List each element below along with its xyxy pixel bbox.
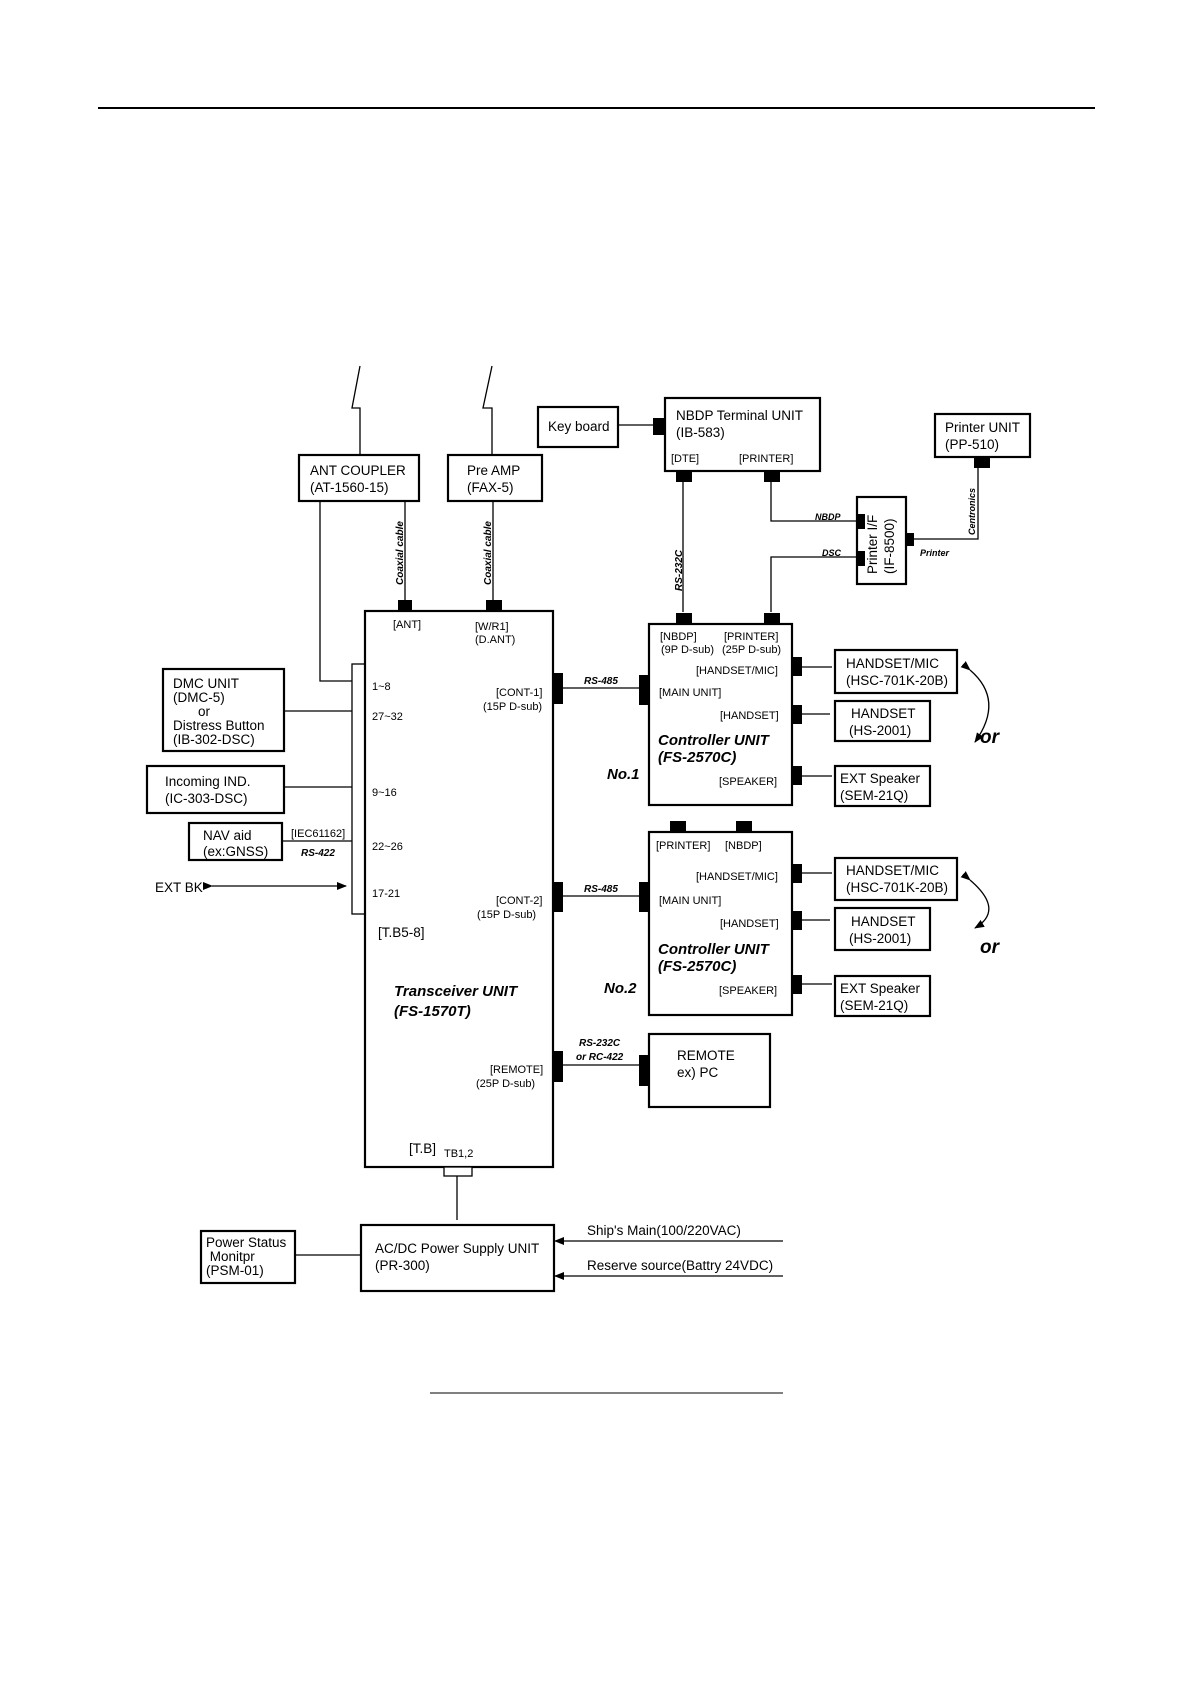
- nav-aid-box: [187, 821, 284, 862]
- dmc-unit-box: [161, 667, 286, 753]
- or-label-2: or: [980, 937, 1001, 958]
- c2-nbdp-port: [NBDP]: [725, 840, 762, 852]
- nbdp-terminal-label: NBDP Terminal UNIT(IB-583): [676, 408, 803, 440]
- power-monitor-label: Power Status Monitpr(PSM-01): [206, 1235, 287, 1278]
- c1-handset-mic-port: [HANDSET/MIC]: [696, 665, 778, 677]
- handset-1-label: HANDSET(HS-2001): [849, 706, 916, 738]
- c2-main-unit-port: [MAIN UNIT]: [659, 895, 721, 907]
- or-arrow-1: [960, 661, 990, 743]
- nav-aid-label: NAV aid(ex:GNSS): [203, 828, 268, 859]
- speaker-1-label: EXT Speaker(SEM-21Q): [840, 771, 921, 803]
- handset-2-box: [833, 906, 932, 952]
- rs485-label-2: RS-485: [584, 884, 618, 895]
- terminal-17-21: 17-21: [372, 888, 400, 900]
- terminal-22-26: 22~26: [372, 841, 403, 853]
- c1-printer-port: [PRINTER](25P D-sub): [722, 631, 781, 656]
- ant-coupler-label: ANT COUPLER(AT-1560-15): [310, 463, 406, 495]
- transceiver-tb12: TB1,2: [444, 1148, 473, 1160]
- power-monitor-box: [199, 1229, 297, 1285]
- pre-amp-label: Pre AMP(FAX-5): [467, 463, 520, 495]
- rs485-label-1: RS-485: [584, 676, 618, 687]
- terminal-27-32: 27~32: [372, 711, 403, 723]
- transceiver-name: Transceiver UNIT(FS-1570T): [394, 983, 519, 1020]
- rs422-label: RS-422: [301, 848, 335, 859]
- c1-handset-port: [HANDSET]: [720, 710, 779, 722]
- pre-amp-box: [446, 453, 544, 503]
- transceiver-wr1-port: [W/R1](D.ANT): [475, 621, 515, 646]
- printer-if-nbdp-label: NBDP: [815, 512, 841, 522]
- nbdp-terminal-box: [663, 396, 822, 473]
- controller-2-box: [647, 830, 794, 1017]
- nbdp-printer-port-label: [PRINTER]: [739, 453, 793, 465]
- reserve-source-label: Reserve source(Battry 24VDC): [587, 1258, 773, 1273]
- printer-if-printer-label: Printer: [920, 548, 950, 558]
- incoming-ind-box: [145, 764, 286, 815]
- coaxial-cable-label-2: Coaxial cable: [483, 521, 494, 585]
- keyboard-label: Key board: [548, 419, 610, 434]
- speaker-2-box: [833, 974, 932, 1018]
- power-connector-tab: [443, 1166, 473, 1177]
- transceiver-cont2-port: [CONT-2](15P D-sub): [477, 895, 542, 921]
- ships-main-label: Ship's Main(100/220VAC): [587, 1223, 741, 1238]
- handset-mic-1-label: HANDSET/MIC(HSC-701K-20B): [846, 656, 948, 688]
- printer-if-dsc-label: DSC: [822, 548, 842, 558]
- transceiver-ant-port: [ANT]: [393, 619, 421, 631]
- centronics-label: Centronics: [967, 488, 977, 535]
- terminal-9-16: 9~16: [372, 787, 397, 799]
- nbdp-dte-port-label: [DTE]: [671, 453, 699, 465]
- antenna-1-icon: [351, 365, 361, 455]
- or-arrow-2: [960, 871, 990, 929]
- connection-lines: [203, 365, 990, 1280]
- controller-1-box: [647, 622, 794, 807]
- c1-nbdp-port: [NBDP](9P D-sub): [660, 631, 714, 656]
- transceiver-tb: [T.B]: [409, 1141, 436, 1156]
- antenna-2-icon: [482, 365, 493, 455]
- terminal-block-strip: [351, 663, 366, 915]
- keyboard-box: [536, 405, 620, 449]
- handset-mic-1-box: [833, 648, 959, 695]
- ext-bk-label: EXT BK: [155, 880, 203, 895]
- printer-unit-label: Printer UNIT(PP-510): [945, 420, 1020, 452]
- rs232c-vertical-label: RS-232C: [674, 549, 685, 591]
- c2-handset-port: [HANDSET]: [720, 918, 779, 930]
- transceiver-remote-port: [REMOTE](25P D-sub): [476, 1064, 543, 1090]
- connectors: [398, 418, 990, 1086]
- c2-handset-mic-port: [HANDSET/MIC]: [696, 871, 778, 883]
- transceiver-box: [363, 609, 555, 1169]
- coaxial-cable-label-1: Coaxial cable: [395, 521, 406, 585]
- c2-speaker-port: [SPEAKER]: [719, 985, 777, 997]
- c1-number: No.1: [607, 766, 640, 783]
- terminal-1-8: 1~8: [372, 681, 391, 693]
- handset-2-label: HANDSET(HS-2001): [849, 914, 916, 946]
- c1-main-unit-port: [MAIN UNIT]: [659, 687, 721, 699]
- c2-printer-port: [PRINTER]: [656, 840, 710, 852]
- power-supply-label: AC/DC Power Supply UNIT(PR-300): [375, 1241, 539, 1273]
- ant-coupler-box: [297, 453, 421, 503]
- c1-name: Controller UNIT(FS-2570C): [658, 732, 771, 766]
- transceiver-cont1-port: [CONT-1](15P D-sub): [483, 687, 542, 713]
- c1-speaker-port: [SPEAKER]: [719, 776, 777, 788]
- speaker-1-box: [833, 764, 932, 808]
- c2-name: Controller UNIT(FS-2570C): [658, 941, 771, 975]
- incoming-ind-label: Incoming IND.(IC-303-DSC): [165, 774, 251, 806]
- handset-1-box: [833, 699, 932, 743]
- iec61162-label: [IEC61162]: [291, 828, 345, 840]
- handset-mic-2-box: [833, 856, 959, 902]
- or-label-1: or: [980, 727, 1001, 748]
- printer-unit-box: [933, 412, 1032, 459]
- handset-mic-2-label: HANDSET/MIC(HSC-701K-20B): [846, 863, 948, 895]
- c2-number: No.2: [604, 980, 637, 997]
- printer-if-label: Printer I/F(IF-8500): [865, 515, 897, 574]
- speaker-2-label: EXT Speaker(SEM-21Q): [840, 981, 921, 1013]
- power-supply-box: [359, 1223, 556, 1293]
- transceiver-tb58: [T.B5-8]: [378, 925, 425, 940]
